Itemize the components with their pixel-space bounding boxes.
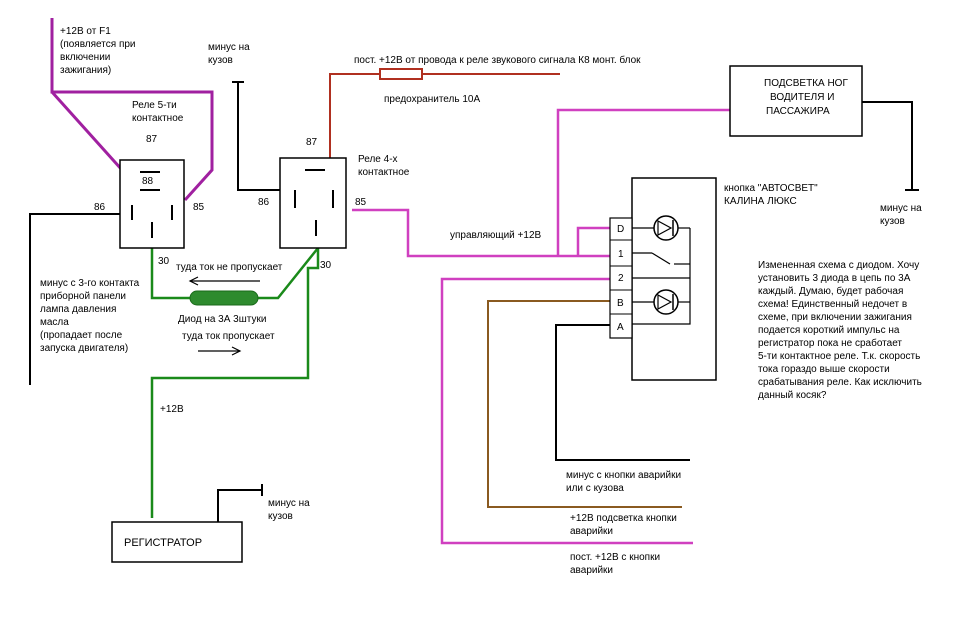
minus-reg-label: кузов (268, 511, 293, 522)
fuse-symbol (379, 68, 423, 80)
relay5-pin-85: 85 (193, 202, 205, 213)
note-text: каждый. Думаю, будет рабочая (758, 285, 903, 297)
relay5-title: Реле 5-ти (132, 100, 177, 111)
hazard-plus-label: аварийки (570, 565, 613, 576)
wire-horn-feed-red (329, 73, 560, 158)
arrow-no-current (188, 276, 260, 286)
hazard-plus-label: пост. +12В с кнопки (570, 552, 660, 563)
wire-registrator-minus (217, 484, 263, 523)
relay4-pin-85: 85 (355, 197, 367, 208)
note-text: тока гораздо выше скорости (758, 364, 890, 375)
minus-kuzov-top-label: минус на (208, 42, 250, 53)
note-text: 5-ти контактное реле. Т.к. скорость (758, 351, 920, 362)
pin-A-label: A (617, 322, 624, 333)
wire-control-magenta (352, 208, 612, 258)
f1-label: +12В от F1 (60, 26, 111, 37)
minus-oil-label: запуска двигателя) (40, 343, 128, 354)
pin-2-label: 2 (618, 273, 624, 284)
relay-5-pin (119, 159, 185, 249)
minus-oil-label: масла (40, 317, 69, 328)
note-text: регистратор пока не сработает (758, 337, 902, 349)
note-text: срабатывания реле. Как исключить (758, 376, 922, 388)
hazard-minus-label: или с кузова (566, 483, 624, 494)
note-text: данный косяк? (758, 390, 827, 401)
legs-backlight-box (729, 65, 863, 137)
registrator-box (111, 521, 243, 563)
minus-legs-label: минус на (880, 203, 922, 214)
minus-legs-label: кузов (880, 216, 905, 227)
minus-oil-label: лампа давления (40, 304, 116, 315)
pin-D-label: D (617, 224, 624, 235)
arrow-yes-current (198, 346, 242, 356)
relay5-pin-87: 87 (146, 134, 158, 145)
yes-current-label: туда ток пропускает (182, 331, 275, 342)
autosvet-button (609, 177, 717, 381)
diode-symbol (189, 290, 259, 306)
no-current-label: туда ток не пропускает (176, 262, 283, 273)
led-diode-icon (653, 289, 679, 315)
minus-oil-label: (пропадает после (40, 330, 123, 341)
minus-kuzov-top-label: кузов (208, 55, 233, 66)
note-text: подается короткий импульс на (758, 325, 900, 336)
relay4-pin-30: 30 (320, 260, 332, 271)
relay4-pin-86: 86 (258, 197, 270, 208)
relay5-pin-88: 88 (142, 176, 154, 187)
note-text: установить 3 диода в цепь по 3А (758, 273, 911, 284)
note-text: схеме, при включении зажигания (758, 312, 912, 323)
plus12-reg-label: +12В (160, 404, 184, 415)
hazard-backlight-label: аварийки (570, 526, 613, 537)
note-text: схема! Единственный недочет в (758, 299, 907, 310)
minus-reg-label: минус на (268, 498, 310, 509)
wire-hazard-backlight-brown (487, 300, 682, 508)
relay5-title: контактное (132, 113, 184, 124)
pin-1-label: 1 (618, 249, 624, 260)
f1-label: зажигания) (60, 65, 111, 76)
hazard-backlight-label: +12В подсветка кнопки (570, 513, 677, 524)
relay5-pin-86: 86 (94, 202, 106, 213)
relay4-pin-87: 87 (306, 137, 318, 148)
f1-label: включении (60, 52, 110, 63)
diode-label: Диод на 3А 3штуки (178, 314, 266, 325)
wire-relay4-86-ground (232, 81, 280, 191)
control-label: управляющий +12В (450, 230, 542, 241)
wire-green (150, 247, 320, 518)
f1-label: (появляется при (60, 39, 136, 50)
relay4-title: Реле 4-х (358, 154, 398, 165)
wire-relay5-86 (29, 213, 120, 385)
wire-legs-magenta (556, 108, 730, 256)
legs-box-label: ПОДСВЕТКА НОГ (764, 78, 848, 89)
legs-box-label: ВОДИТЕЛЯ И (770, 92, 834, 103)
horn-feed-label: пост. +12В от провода к реле звукового с… (354, 54, 641, 66)
led-diode-icon (653, 215, 679, 241)
wire-hazard-minus-black (555, 324, 690, 461)
wire-hazard-plus-magenta (440, 277, 693, 545)
minus-oil-label: приборной панели (40, 290, 126, 302)
minus-oil-label: минус с 3-го контакта (40, 278, 140, 289)
note-text: Измененная схема с диодом. Хочу (758, 260, 919, 271)
pin-B-label: B (617, 298, 624, 309)
registrator-label: РЕГИСТРАТОР (124, 537, 202, 549)
button-label: КАЛИНА ЛЮКС (724, 196, 797, 207)
legs-box-label: ПАССАЖИРА (766, 106, 830, 117)
wire-legs-ground (862, 101, 919, 191)
relay5-pin-30: 30 (158, 256, 170, 267)
fuse-label: предохранитель 10А (384, 94, 480, 105)
relay-4-pin (279, 157, 347, 249)
hazard-minus-label: минус с кнопки аварийки (566, 470, 681, 481)
relay4-title: контактное (358, 167, 410, 178)
button-label: кнопка "АВТОСВЕТ" (724, 183, 818, 194)
